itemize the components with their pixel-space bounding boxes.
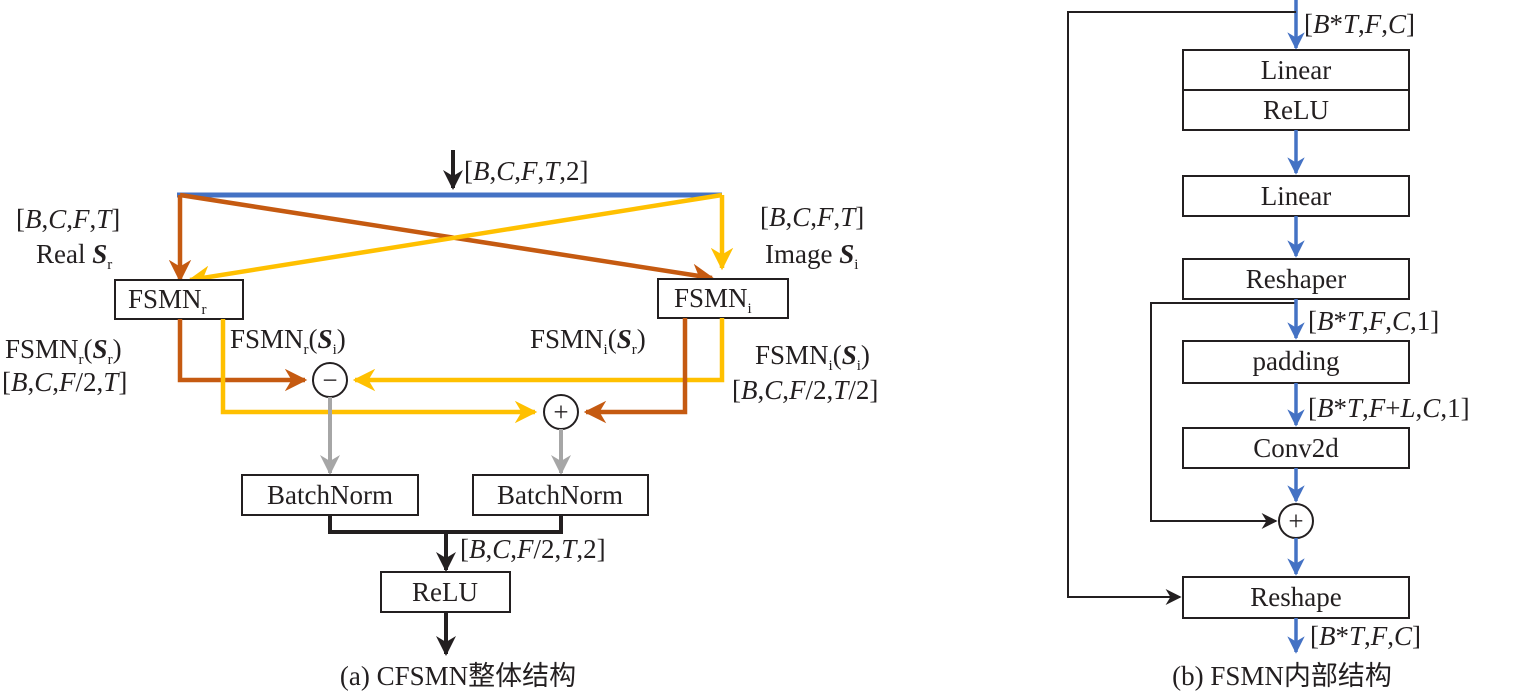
b-linear1-box: Linear [1182,49,1410,91]
concat-line [328,515,563,534]
svg-text:Reshaper: Reshaper [1246,264,1346,294]
fsmn-r-box: FSMNr [114,279,244,320]
concat-shape-label: [B,C,F/2,T,2] [460,534,606,564]
b-output-shape: [B*T,F,C] [1310,621,1421,651]
svg-text:+: + [553,397,568,427]
out-rr-label: FSMNr(Sr) [5,334,122,368]
b-inner-skip [1150,302,1296,529]
ir-to-plus-path [583,318,688,424]
svg-text:ReLU: ReLU [1263,95,1329,125]
ri-to-plus-path [220,319,538,424]
b-conv2d-box: Conv2d [1182,427,1410,469]
b-linear2-box: Linear [1182,175,1410,217]
svg-text:BatchNorm: BatchNorm [267,480,393,510]
svg-text:Linear: Linear [1261,55,1331,85]
batchnorm-left-box: BatchNorm [241,474,419,516]
svg-text:Linear: Linear [1261,181,1331,211]
input-shape-label: [B,C,F,T,2] [464,156,589,186]
out-rr-shape: [B,C,F/2,T] [2,367,127,397]
svg-text:BatchNorm: BatchNorm [497,480,623,510]
b-reshaper-box: Reshaper [1182,258,1410,300]
relu-box: ReLU [380,571,511,613]
real-to-fsmn-i-arrow [179,192,715,286]
svg-text:padding: padding [1253,346,1340,376]
svg-text:+: + [1288,506,1303,536]
batchnorm-right-box: BatchNorm [472,474,649,516]
fsmn-i-box: FSMNi [657,278,789,319]
svg-text:FSMNr: FSMNr [128,284,207,318]
rr-to-minus-path [177,319,308,392]
caption-a: (a) CFSMN整体结构 [340,661,576,691]
minus-operator: − [312,362,348,398]
panel-a: [B,C,F,T,2] [B,C,F,T] Real Sr [B,C,F,T] … [2,150,878,691]
ii-to-minus-path [352,318,725,392]
svg-text:Conv2d: Conv2d [1253,433,1339,463]
svg-text:ReLU: ReLU [412,577,478,607]
image-label: Image Si [765,239,858,273]
imag-to-fsmn-r-arrow [187,192,723,288]
b-relu-box: ReLU [1182,89,1410,131]
out-ir-label: FSMNi(Sr) [530,324,646,358]
plus-operator: + [543,394,579,430]
svg-text:−: − [322,365,337,395]
b-reshape-box: Reshape [1182,576,1410,619]
out-ii-shape: [B,C,F/2,T/2] [732,375,878,405]
b-input-shape: [B*T,F,C] [1304,9,1415,39]
svg-text:Reshape: Reshape [1250,582,1341,612]
out-ri-label: FSMNr(Si) [230,324,346,358]
image-shape-label: [B,C,F,T] [760,202,864,232]
b-padding-shape: [B*T,F+L,C,1] [1308,393,1470,423]
b-outer-skip [1067,11,1296,605]
caption-b: (b) FSMN内部结构 [1172,661,1392,691]
panel-b: [B*T,F,C] Linear ReLU Linear Reshaper [B… [1067,0,1470,691]
b-plus-operator: + [1278,503,1314,539]
real-label: Real Sr [36,239,112,273]
b-padding-box: padding [1182,340,1410,384]
real-shape-label: [B,C,F,T] [16,204,120,234]
svg-text:FSMNi: FSMNi [674,283,752,317]
out-ii-label: FSMNi(Si) [755,340,870,374]
b-reshaper-shape: [B*T,F,C,1] [1308,306,1439,336]
